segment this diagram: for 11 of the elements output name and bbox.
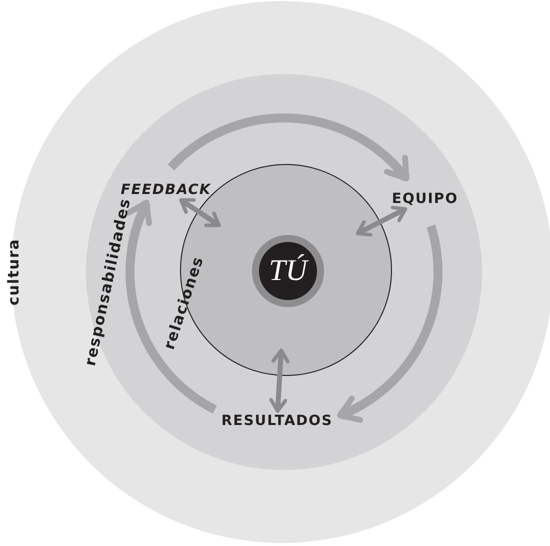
node-label: EQUIPO — [392, 192, 458, 206]
double-arrow — [356, 206, 408, 237]
curved-arrow — [126, 200, 218, 414]
curved-arrow — [337, 224, 442, 422]
double-arrow — [179, 198, 221, 228]
node-label: FEEDBACK — [120, 183, 212, 197]
ring-label: cultura — [6, 238, 22, 306]
center-label: TÚ — [268, 256, 308, 286]
double-arrow — [269, 348, 290, 413]
curved-arrow — [168, 114, 410, 182]
node-label: RESULTADOS — [221, 414, 333, 428]
